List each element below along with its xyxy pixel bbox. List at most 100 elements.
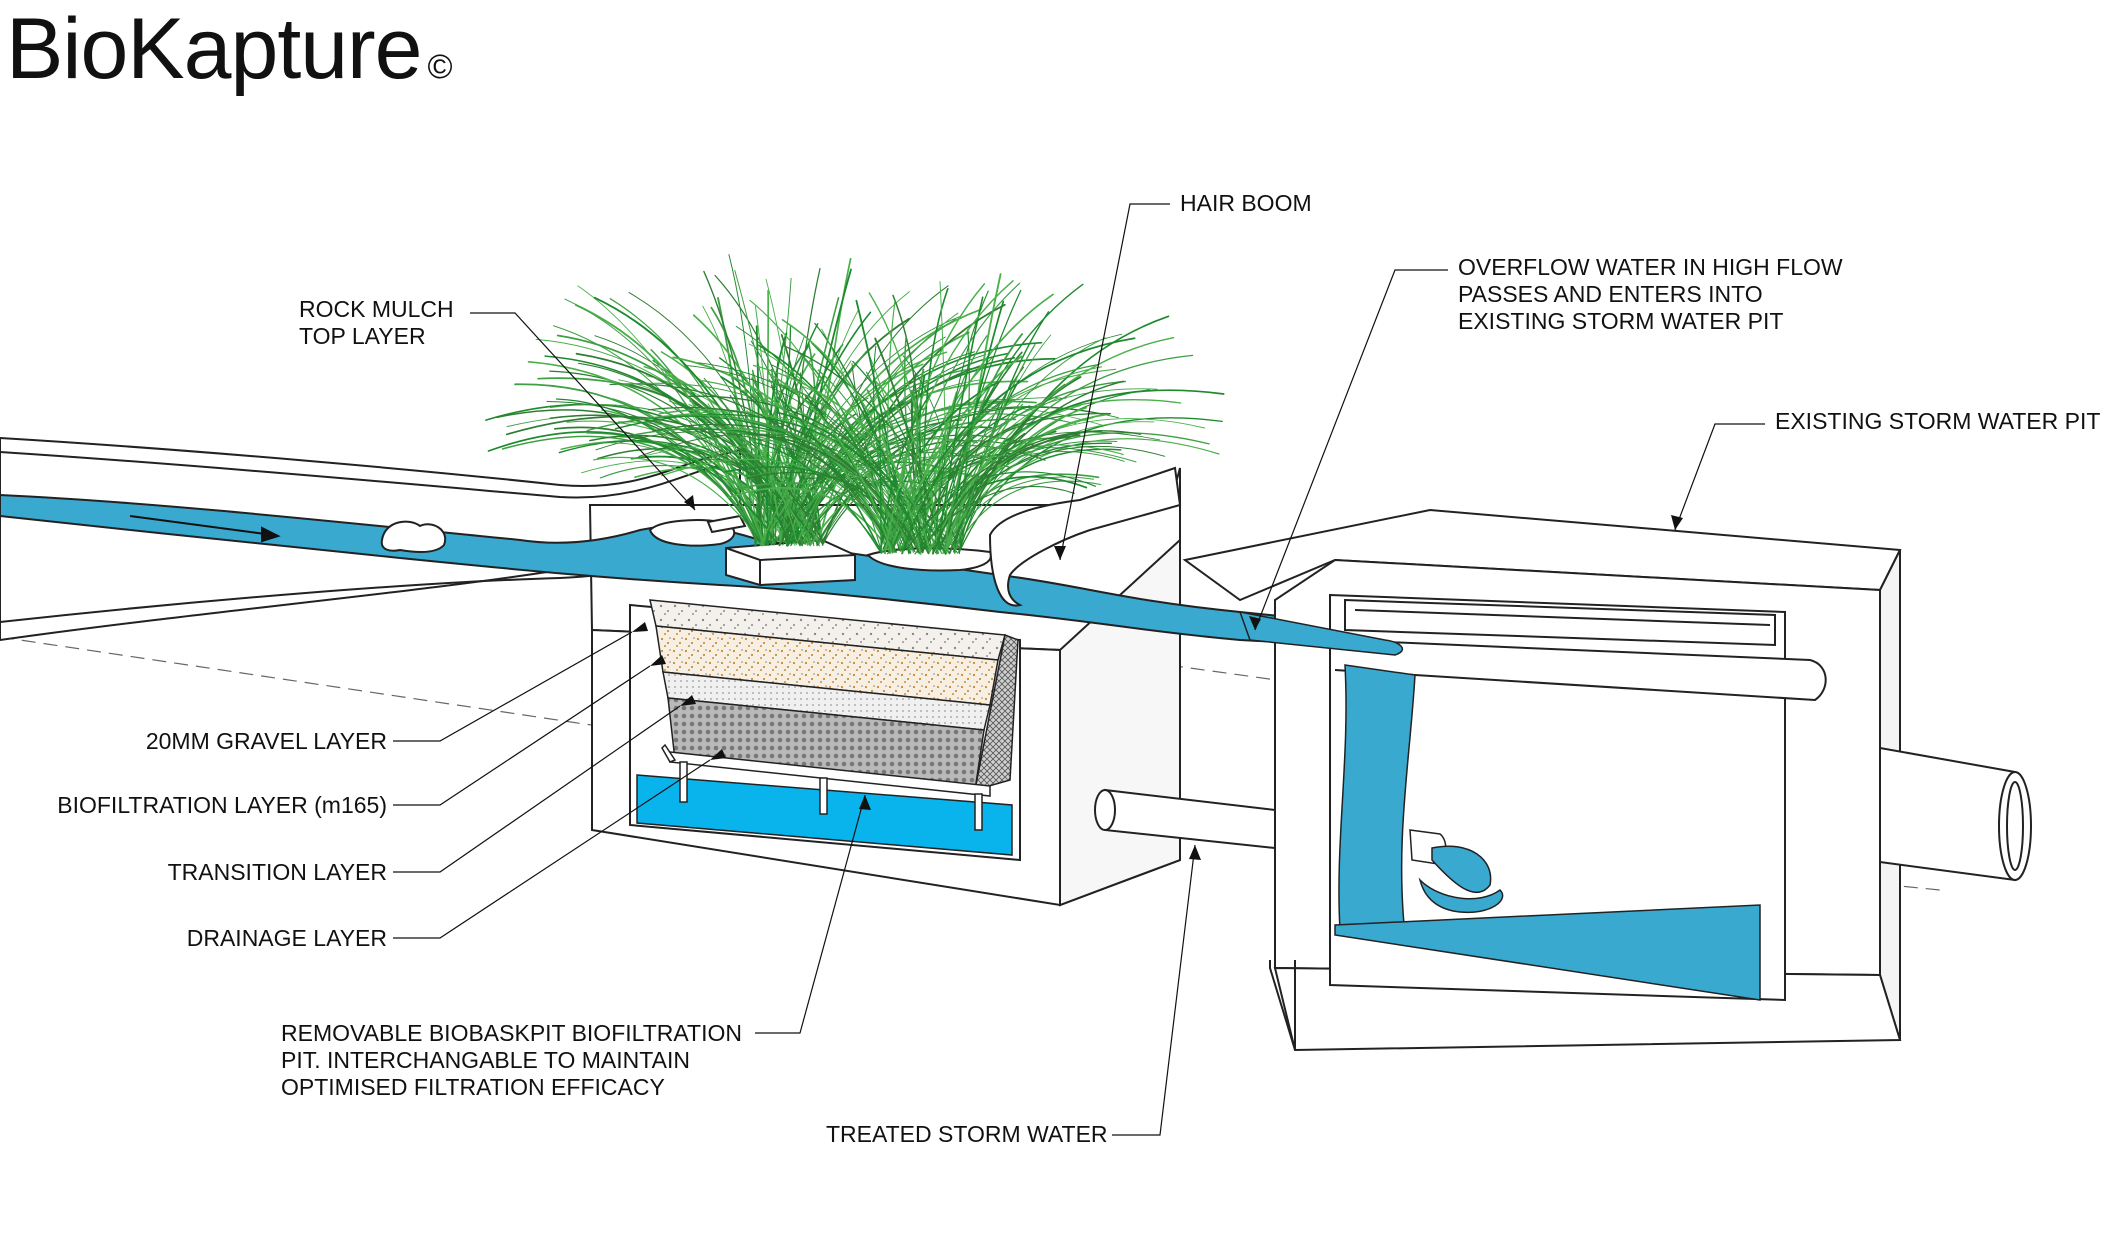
channel-rock bbox=[380, 520, 447, 553]
reed-blade bbox=[911, 418, 1206, 551]
arrow-gravel bbox=[632, 622, 648, 632]
reed-blade bbox=[746, 471, 922, 551]
arrow-removable bbox=[859, 795, 871, 810]
reed-blade bbox=[882, 452, 1011, 550]
leader-transition bbox=[393, 705, 681, 873]
arrow-rock-mulch bbox=[684, 495, 695, 510]
kerb-surround bbox=[988, 466, 1182, 607]
reed-blade bbox=[487, 431, 777, 543]
leader-biofiltration bbox=[393, 665, 651, 806]
reed-blade bbox=[596, 442, 763, 542]
reed-blade bbox=[879, 391, 933, 553]
reed-blade bbox=[697, 362, 929, 549]
reed-blade bbox=[878, 413, 882, 554]
overflow-water-channel bbox=[1238, 611, 1404, 656]
reed-blade bbox=[496, 409, 779, 541]
reed-blade bbox=[728, 254, 760, 543]
reed-blade bbox=[586, 414, 913, 550]
reed-blade bbox=[592, 456, 762, 543]
reed-blade bbox=[754, 305, 774, 542]
reed-blade bbox=[935, 289, 1022, 553]
treated-outlet-discharge bbox=[1409, 829, 1504, 914]
reed-blade bbox=[501, 435, 763, 544]
reed-blade bbox=[803, 318, 956, 545]
reed-blade bbox=[753, 441, 882, 554]
label-removable-line2: PIT. INTERCHANGABLE TO MAINTAIN bbox=[281, 1047, 690, 1073]
reed-blade bbox=[889, 399, 1182, 554]
storm-pit-grate bbox=[1334, 598, 1827, 702]
reed-blade bbox=[889, 424, 1003, 550]
label-biofiltration: BIOFILTRATION LAYER (m165) bbox=[57, 792, 387, 818]
reed-blade bbox=[619, 382, 922, 553]
reed-blade bbox=[955, 344, 1036, 551]
arrow-treated bbox=[1189, 845, 1201, 860]
reed-blade bbox=[939, 366, 1025, 551]
outlet-pipe bbox=[1879, 746, 2032, 882]
biobaskpit-basket bbox=[649, 599, 1019, 792]
arrow-hair-boom bbox=[1054, 546, 1066, 560]
reed-blade bbox=[942, 438, 1220, 550]
reed-blade bbox=[783, 345, 960, 549]
arrow-overflow bbox=[1249, 616, 1261, 630]
label-overflow-line1: OVERFLOW WATER IN HIGH FLOW bbox=[1458, 254, 1843, 280]
reed-blade bbox=[874, 337, 943, 550]
reed-blade bbox=[546, 400, 757, 543]
reed-blade bbox=[639, 445, 894, 553]
leader-arrowheads bbox=[632, 495, 1683, 860]
reed-blade bbox=[549, 404, 820, 547]
label-drainage: DRAINAGE LAYER bbox=[186, 925, 387, 951]
reed-blade bbox=[595, 431, 895, 549]
arrow-transition bbox=[680, 695, 696, 706]
label-transition: TRANSITION LAYER bbox=[167, 859, 387, 885]
basket-support-frame bbox=[661, 743, 991, 831]
reed-blade bbox=[905, 430, 1142, 551]
label-overflow-line2: PASSES AND ENTERS INTO bbox=[1458, 281, 1763, 307]
reed-blade bbox=[928, 336, 1175, 551]
reed-blade bbox=[485, 403, 816, 542]
reed-blade bbox=[809, 285, 949, 543]
leader-lines bbox=[393, 203, 1765, 1136]
arrow-existing-pit bbox=[1671, 515, 1683, 530]
label-rock-mulch: ROCK MULCH TOP LAYER bbox=[299, 296, 454, 350]
basket-side-mesh bbox=[974, 633, 1019, 792]
leader-rock-mulch bbox=[470, 312, 696, 511]
reed-blade bbox=[766, 379, 940, 554]
leader-gravel bbox=[393, 631, 633, 742]
reed-blade bbox=[884, 280, 1014, 555]
reed-blade bbox=[914, 485, 1075, 555]
reed-blade bbox=[932, 434, 1081, 555]
arrow-biofiltration bbox=[650, 655, 666, 666]
reed-blade bbox=[818, 331, 970, 542]
reed-blade bbox=[781, 319, 922, 555]
leader-hair-boom bbox=[1059, 203, 1170, 561]
leader-removable bbox=[755, 794, 866, 1034]
label-hair-boom: HAIR BOOM bbox=[1180, 190, 1312, 216]
storm-pit-water bbox=[1334, 904, 1761, 1001]
reed-blade bbox=[943, 333, 1024, 551]
treated-water-pipe bbox=[1094, 788, 1276, 850]
label-rock-mulch-line2: TOP LAYER bbox=[299, 323, 426, 349]
reed-blade bbox=[817, 406, 1103, 542]
rock-mulch-blocks bbox=[648, 514, 992, 587]
reed-blade bbox=[766, 332, 788, 547]
brand-name: BioKapture bbox=[6, 1, 423, 97]
label-existing-pit: EXISTING STORM WATER PIT bbox=[1775, 408, 2101, 434]
reed-blade bbox=[703, 270, 765, 543]
arrow-drainage bbox=[710, 749, 726, 760]
biofilter-drainage-water bbox=[636, 774, 1013, 856]
reed-blade bbox=[939, 281, 948, 554]
reed-blade bbox=[901, 405, 1031, 555]
label-treated: TREATED STORM WATER bbox=[826, 1121, 1108, 1147]
leader-treated bbox=[1112, 844, 1196, 1136]
reed-blade bbox=[632, 428, 890, 551]
copyright-mark: © bbox=[427, 48, 453, 86]
label-removable-line1: REMOVABLE BIOBASKPIT BIOFILTRATION bbox=[281, 1020, 742, 1046]
label-gravel: 20MM GRAVEL LAYER bbox=[145, 728, 387, 754]
leader-drainage bbox=[393, 759, 711, 939]
label-rock-mulch-line1: ROCK MULCH bbox=[299, 296, 454, 322]
reed-blade bbox=[727, 487, 890, 552]
reed-blade bbox=[767, 372, 892, 552]
label-removable: REMOVABLE BIOBASKPIT BIOFILTRATION PIT. … bbox=[281, 1020, 742, 1101]
reed-blade bbox=[888, 283, 986, 553]
